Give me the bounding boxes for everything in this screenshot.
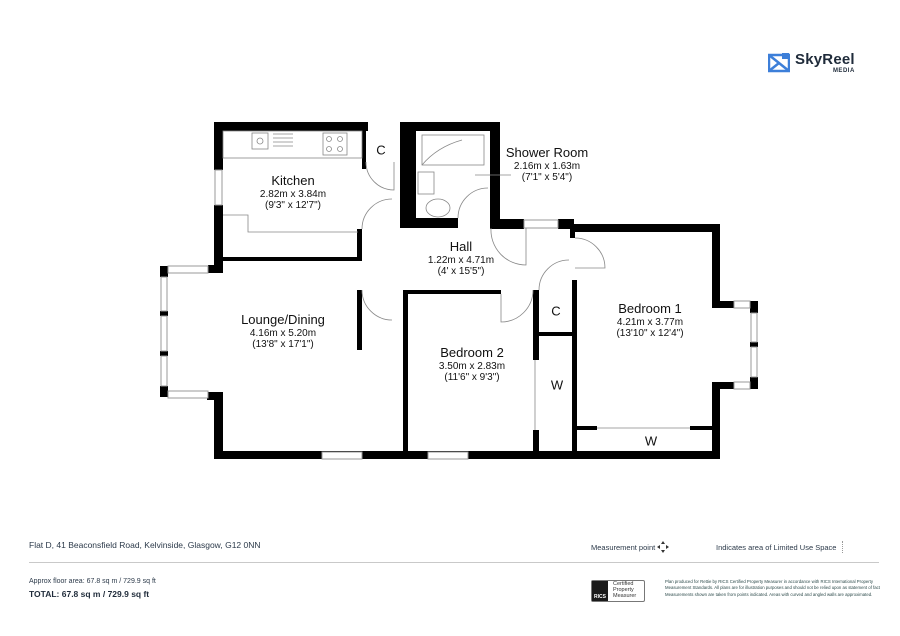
bedroom-1-wardrobe-label: W [644,433,658,449]
room-imperial: (4' x 15'5") [437,266,485,278]
rics-certified-badge: RICS Certified Property Measurer [591,580,646,602]
room-name: Bedroom 1 [618,301,682,316]
room-bedroom-1: Bedroom 1 4.21m x 3.77m (13'10" x 12'4") [616,301,684,340]
rics-line-3: Measurer [613,592,637,599]
rics-logo-icon: RICS [592,581,608,601]
brand-name: SkyReel [795,51,855,68]
total-floor-area: TOTAL: 67.8 sq m / 729.9 sq ft [29,589,150,599]
room-metric: 3.50m x 2.83m [438,360,506,372]
legend-measurement-label: Measurement point [591,542,656,552]
room-metric: 1.22m x 4.71m [427,254,495,266]
room-name: Bedroom 2 [440,345,504,360]
disclaimer-text: Plan produced for Rettie by RICS Certifi… [665,579,880,597]
room-metric: 4.16m x 5.20m [249,327,317,339]
room-name: Shower Room [505,145,589,160]
rics-line-1: Certified [613,581,634,588]
room-imperial: (11'6" x 9'3") [444,372,500,384]
room-bedroom-2: Bedroom 2 3.50m x 2.83m (11'6" x 9'3") [438,345,506,384]
room-shower: Shower Room 2.16m x 1.63m (7'1" x 5'4") [505,145,589,184]
room-lounge: Lounge/Dining 4.16m x 5.20m (13'8" x 17'… [241,312,325,351]
property-address: Flat D, 41 Beaconsfield Road, Kelvinside… [29,540,261,550]
bedroom-2-wardrobe-label: W [550,377,564,393]
brand-sub: MEDIA [832,68,855,74]
limited-use-swatch-icon [842,541,844,553]
approx-floor-area: Approx floor area: 67.8 sq m / 729.9 sq … [29,578,156,585]
room-hall: Hall 1.22m x 4.71m (4' x 15'5") [427,239,495,278]
rics-badge-text: RICS [594,594,606,600]
room-metric: 2.16m x 1.63m [513,160,581,172]
room-name: Hall [449,239,473,254]
room-metric: 4.21m x 3.77m [616,316,684,328]
legend-limited-label: Indicates area of Limited Use Space [716,542,837,552]
rics-line-2: Property [613,587,634,594]
hall-cupboard-label: C [551,303,561,319]
legend-limited-use: Indicates area of Limited Use Space [716,541,844,553]
kitchen-cupboard-label: C [376,142,386,158]
room-name: Kitchen [271,173,315,188]
measurement-point-icon [657,541,670,553]
skyreel-logo: SkyReel MEDIA [768,52,855,74]
room-imperial: (13'10" x 12'4") [616,328,684,340]
floor-plan [160,122,758,460]
legend-measurement-point: Measurement point [591,541,670,553]
room-metric: 2.82m x 3.84m [259,188,327,200]
footer-divider [29,562,879,563]
room-imperial: (13'8" x 17'1") [252,339,314,351]
room-imperial: (7'1" x 5'4") [521,172,573,184]
room-name: Lounge/Dining [241,312,325,327]
skyreel-logo-icon [768,53,790,73]
room-imperial: (9'3" x 12'7") [265,200,321,212]
room-kitchen: Kitchen 2.82m x 3.84m (9'3" x 12'7") [259,173,327,212]
